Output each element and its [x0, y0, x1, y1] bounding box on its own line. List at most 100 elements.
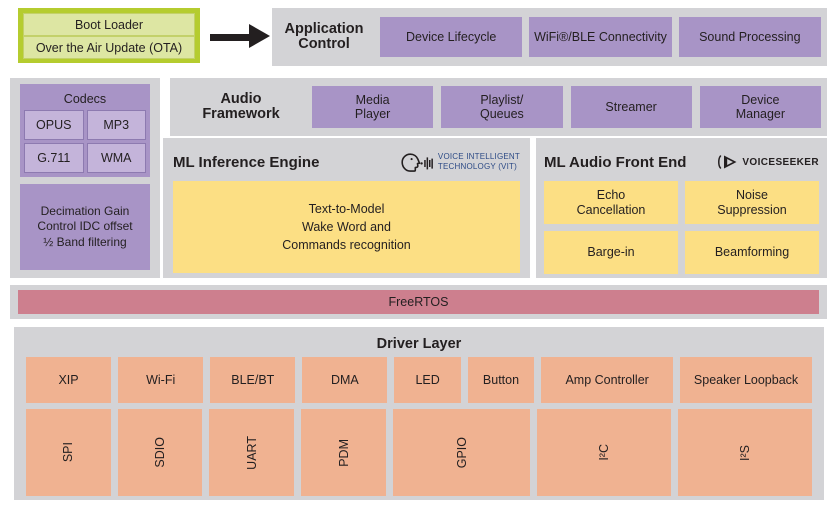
audio-framework-title-line2: Framework	[202, 106, 280, 122]
driver-i2c-label: I²C	[597, 444, 612, 461]
ml-inference-title: ML Inference Engine	[173, 153, 320, 171]
device-manager-line1: Device	[741, 92, 780, 107]
driver-layer-panel: Driver Layer XIP Wi-Fi BLE/BT DMA LED Bu…	[14, 327, 824, 500]
codec-wma[interactable]: WMA	[86, 143, 146, 173]
playlist-queues-box[interactable]: Playlist/ Queues	[441, 86, 563, 128]
driver-button[interactable]: Button	[467, 357, 535, 403]
driver-gpio-label: GPIO	[454, 436, 469, 469]
application-control-boxes: Device Lifecycle WiFi®/BLE Connectivity …	[370, 17, 821, 57]
vit-logo-text: VOICE INTELLIGENT TECHNOLOGY (VIT)	[438, 152, 520, 172]
driver-spi-label: SPI	[61, 442, 76, 463]
application-control-title: Application Control	[278, 20, 370, 52]
driver-i2s[interactable]: I²S	[678, 409, 812, 496]
driver-led[interactable]: LED	[394, 357, 461, 403]
audio-framework-title: Audio Framework	[176, 90, 306, 122]
driver-spi[interactable]: SPI	[26, 409, 111, 496]
driver-speaker-loopback[interactable]: Speaker Loopback	[680, 357, 812, 403]
decimation-line2: Control IDC offset	[37, 219, 133, 234]
head-profile-soundwave-icon	[401, 153, 433, 172]
driver-dma[interactable]: DMA	[302, 357, 388, 403]
driver-ble-bt[interactable]: BLE/BT	[210, 357, 296, 403]
ota-update-box[interactable]: Over the Air Update (OTA)	[23, 36, 195, 59]
decimation-line1: Decimation Gain	[40, 203, 130, 218]
driver-sdio-label: SDIO	[153, 437, 168, 468]
playlist-queues-line1: Playlist/	[480, 92, 524, 107]
echo-cancellation-box[interactable]: Echo Cancellation	[544, 181, 678, 224]
codecs-title: Codecs	[63, 92, 107, 106]
vit-logo-line2: TECHNOLOGY (VIT)	[437, 162, 517, 171]
audio-framework-panel: Audio Framework Media Player Playlist/ Q…	[170, 78, 827, 136]
boot-loader-group: Boot Loader Over the Air Update (OTA)	[18, 8, 200, 63]
ml-inference-engine-panel: ML Inference Engine VOICE INTELLIGENT TE…	[163, 138, 530, 278]
codecs-group: Codecs OPUS MP3 G.711 WMA	[20, 84, 150, 177]
audio-framework-boxes: Media Player Playlist/ Queues Streamer	[306, 86, 821, 128]
decimation-line3: ½ Band filtering	[43, 234, 127, 249]
sound-processing-box[interactable]: Sound Processing	[678, 17, 821, 57]
media-player-box[interactable]: Media Player	[312, 86, 434, 128]
driver-xip[interactable]: XIP	[26, 357, 112, 403]
arrow-head	[249, 24, 270, 48]
application-control-panel: Application Control Device Lifecycle WiF…	[272, 8, 827, 66]
driver-pdm[interactable]: PDM	[301, 409, 386, 496]
decimation-block[interactable]: Decimation Gain Control IDC offset ½ Ban…	[20, 184, 150, 270]
audio-framework-title-line1: Audio	[220, 90, 262, 107]
driver-uart[interactable]: UART	[209, 409, 295, 496]
noise-suppression-line1: Noise	[736, 187, 768, 202]
codecs-grid: OPUS MP3 G.711 WMA	[24, 110, 146, 173]
boot-loader-box[interactable]: Boot Loader	[23, 13, 195, 36]
wifi-ble-connectivity-box[interactable]: WiFi®/BLE Connectivity	[529, 17, 672, 57]
beamforming-box[interactable]: Beamforming	[685, 231, 819, 274]
echo-cancellation-line1: Echo	[596, 187, 626, 202]
media-player-line2: Player	[354, 107, 391, 121]
device-manager-line2: Manager	[735, 107, 786, 121]
codec-mp3[interactable]: MP3	[86, 110, 146, 140]
arrow-shaft	[210, 34, 252, 41]
driver-gpio[interactable]: GPIO	[392, 409, 531, 496]
barge-in-box[interactable]: Barge-in	[544, 231, 678, 274]
driver-i2c[interactable]: I²C	[537, 409, 672, 496]
ml-inference-body-text: Text-to-Model Wake Word and Commands rec…	[282, 200, 411, 254]
driver-layer-top-row: XIP Wi-Fi BLE/BT DMA LED Button Amp Cont…	[26, 357, 812, 403]
ml-inference-header: ML Inference Engine VOICE INTELLIGENT TE…	[173, 146, 520, 178]
ml-audio-front-end-title: ML Audio Front End	[544, 153, 687, 171]
device-lifecycle-box[interactable]: Device Lifecycle	[380, 17, 523, 57]
voiceseeker-speaker-icon	[718, 155, 737, 169]
codec-g711[interactable]: G.711	[24, 143, 84, 173]
vit-logo: VOICE INTELLIGENT TECHNOLOGY (VIT)	[399, 151, 520, 173]
ml-inference-line1: Text-to-Model	[308, 201, 385, 216]
flow-arrow-icon	[210, 24, 270, 48]
driver-i2s-label: I²S	[738, 444, 753, 461]
noise-suppression-box[interactable]: Noise Suppression	[685, 181, 819, 224]
driver-sdio[interactable]: SDIO	[117, 409, 203, 496]
playlist-queues-line2: Queues	[479, 107, 524, 121]
application-control-title-line1: Application	[284, 20, 364, 37]
voiceseeker-logo: VOICESEEKER	[718, 154, 819, 170]
streamer-box[interactable]: Streamer	[570, 86, 692, 128]
beamforming-line1: Beamforming	[714, 245, 790, 259]
decimation-text: Decimation Gain Control IDC offset ½ Ban…	[37, 204, 132, 251]
driver-layer-bottom-row: SPI SDIO UART PDM GPIO I²C I²S	[26, 409, 812, 496]
ml-audio-front-end-panel: ML Audio Front End VOICESEEKER Echo Canc…	[536, 138, 827, 278]
echo-cancellation-line2: Cancellation	[576, 202, 646, 217]
codecs-column: Codecs OPUS MP3 G.711 WMA Decimation Gai…	[10, 78, 160, 278]
ml-audio-front-end-grid: Echo Cancellation Noise Suppression Barg…	[544, 181, 819, 274]
audio-framework-row: Audio Framework Media Player Playlist/ Q…	[10, 78, 827, 136]
driver-wifi[interactable]: Wi-Fi	[118, 357, 204, 403]
driver-amp-controller[interactable]: Amp Controller	[541, 357, 674, 403]
freertos-bar[interactable]: FreeRTOS	[18, 290, 819, 314]
noise-suppression-line2: Suppression	[717, 202, 787, 217]
device-manager-box[interactable]: Device Manager	[699, 86, 821, 128]
codec-opus[interactable]: OPUS	[24, 110, 84, 140]
media-player-line1: Media	[355, 92, 390, 107]
ml-inference-line2: Wake Word and	[302, 219, 391, 234]
driver-uart-label: UART	[244, 435, 259, 470]
driver-pdm-label: PDM	[336, 438, 351, 467]
ml-inference-line3: Commands recognition	[282, 238, 411, 253]
barge-in-line1: Barge-in	[587, 245, 635, 259]
ml-audio-front-end-header: ML Audio Front End VOICESEEKER	[544, 146, 819, 178]
voiceseeker-logo-text: VOICESEEKER	[742, 156, 819, 168]
rtos-panel: FreeRTOS	[10, 285, 827, 319]
ml-inference-body[interactable]: Text-to-Model Wake Word and Commands rec…	[173, 181, 520, 273]
driver-layer-title: Driver Layer	[376, 336, 462, 352]
